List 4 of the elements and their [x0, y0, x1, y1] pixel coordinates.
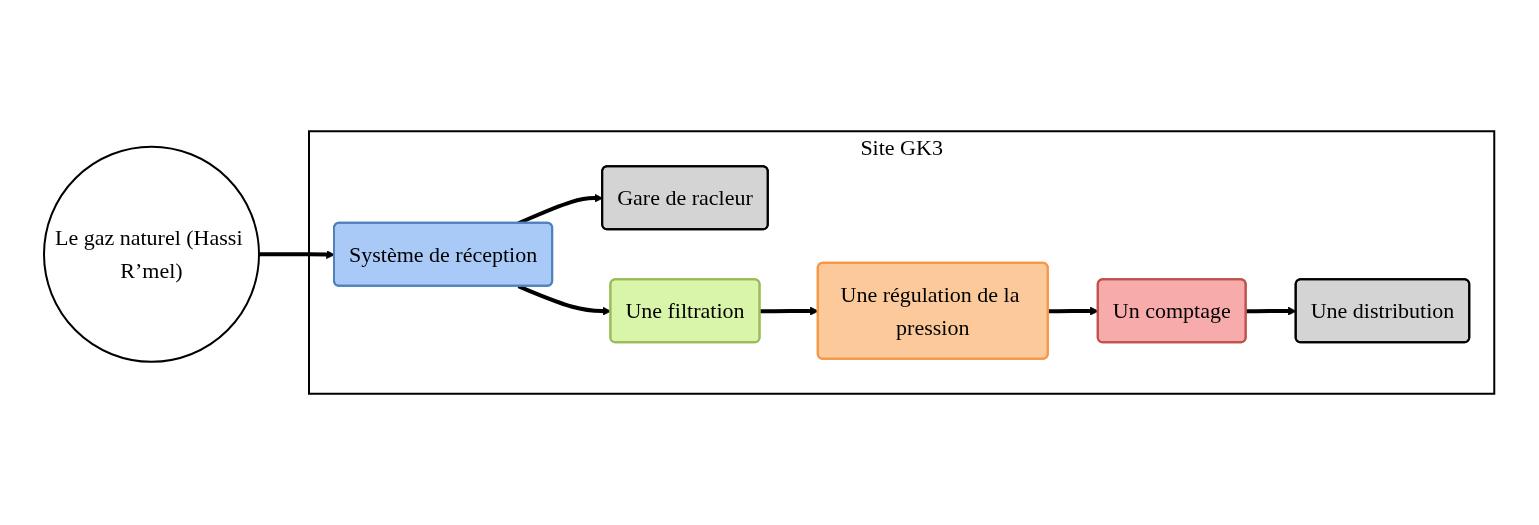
arrow: [760, 306, 819, 316]
arrow: [1246, 306, 1297, 316]
node-circle: Le gaz naturel (Hassi R’mel): [43, 145, 261, 363]
arrow: [1048, 306, 1099, 316]
